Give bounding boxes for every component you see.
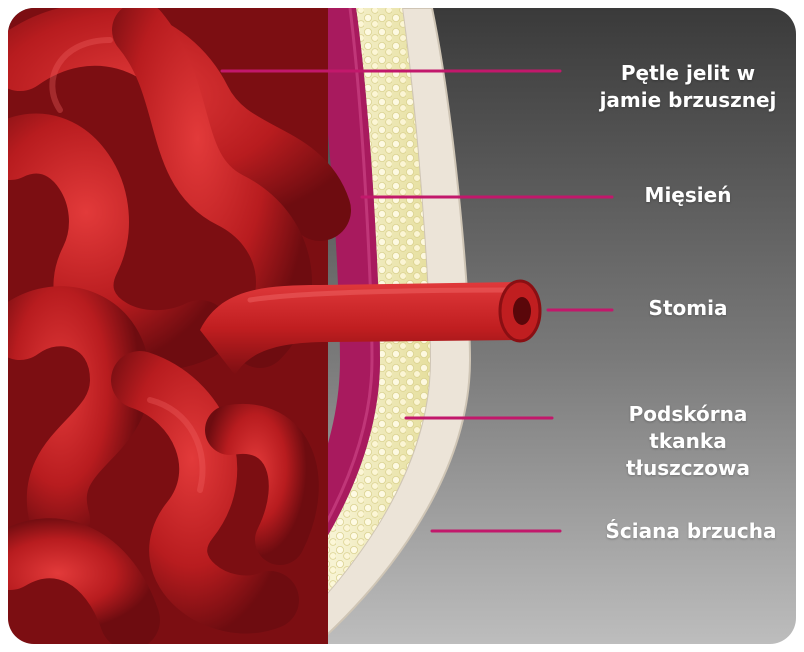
label-muscle: Mięsień [588, 182, 788, 209]
label-intestine-loops: Pętle jelit w jamie brzusznej [588, 60, 788, 114]
label-stoma: Stomia [588, 295, 788, 322]
label-abdominal-wall: Ściana brzucha [575, 518, 804, 545]
label-subcutaneous-fat: Podskórna tkanka tłuszczowa [588, 401, 788, 482]
